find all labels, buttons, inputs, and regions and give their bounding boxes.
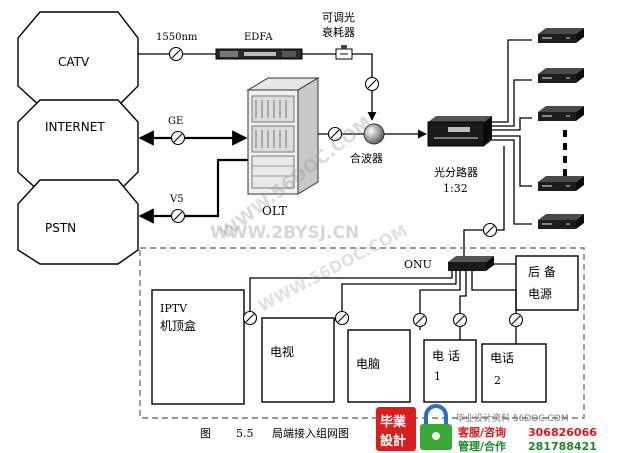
phone2-box (481, 343, 547, 403)
ge-meter-icon (170, 130, 186, 146)
lock-icon (420, 404, 452, 450)
iptv-meter-icon (242, 310, 258, 326)
drop-meter-icon (482, 222, 498, 238)
backup-power-box (515, 255, 579, 311)
pstn-octagon (17, 179, 139, 265)
splitter-label: 光分路器 (434, 165, 478, 179)
attenuator-label-2: 衰耗器 (322, 25, 355, 39)
phone1-meter-icon (452, 312, 468, 328)
phone1-label-2: 1 (434, 370, 441, 383)
drop-fiber (463, 146, 505, 258)
catv-meter-icon (168, 46, 184, 62)
caption-number: 5.5 (236, 427, 254, 440)
olt-rack-icon (246, 77, 320, 195)
attenuator-meter-icon (364, 76, 380, 92)
catv-label: CATV (58, 55, 90, 69)
v5-label: V5 (169, 194, 184, 205)
caption-prefix: 图 (200, 427, 211, 440)
split-ratio-label: 1:32 (443, 182, 468, 195)
remote-onu-icon-2 (538, 68, 584, 83)
watermark-logo: 毕業 設計 (376, 404, 452, 451)
iptv-box (151, 289, 245, 405)
tv-label: 电视 (270, 344, 294, 359)
phone1-box (423, 339, 477, 403)
tv-meter-icon (334, 310, 350, 326)
remote-onu-icon-1 (538, 28, 584, 43)
backup-power-label-1: 后 备 (528, 265, 556, 279)
attenuator-to-combiner (352, 53, 377, 121)
logo-text-1: 毕業 (380, 414, 407, 430)
remote-onu-icon-3 (538, 106, 584, 121)
splitter-fanout (492, 39, 532, 225)
v5-meter-icon (170, 208, 186, 224)
phone1-label-1: 电 话 (432, 349, 460, 363)
onu-label: ONU (404, 258, 432, 271)
pc-box (347, 329, 411, 403)
logo-text-2: 設計 (380, 433, 406, 449)
caption-title: 局端接入组网图 (272, 426, 349, 440)
internet-label: INTERNET (45, 120, 105, 134)
splitter-icon (427, 116, 492, 147)
phone2-label-1: 电话 (490, 351, 514, 365)
pc-label: 电脑 (356, 357, 380, 371)
watermark-service-number: 306826066 (528, 426, 597, 439)
logo-red-block (376, 407, 416, 451)
wavelength-label: 1550nm (156, 32, 198, 43)
remote-onu-icon-4 (538, 176, 584, 191)
watermark-service-label: 客服/咨询 (457, 425, 506, 439)
pstn-label: PSTN (45, 221, 76, 235)
more-onus-dots (563, 130, 567, 176)
pc-meter-icon (412, 312, 428, 328)
internet-octagon (17, 99, 139, 193)
olt-label: OLT (262, 204, 287, 218)
tv-box (261, 317, 335, 403)
phone2-label-2: 2 (494, 374, 501, 387)
iptv-label-2: 机顶盒 (160, 318, 196, 333)
attenuator-icon (335, 45, 353, 60)
edfa-icon (215, 48, 303, 60)
iptv-label-1: IPTV (160, 302, 188, 315)
backup-power-label-2: 电源 (528, 287, 552, 301)
attenuator-label-1: 可调光 (322, 10, 355, 24)
onu-icon (448, 256, 494, 271)
watermark-manage-label: 管理/合作 (458, 439, 506, 453)
watermark-manage-number: 281788421 (528, 440, 597, 453)
phone2-meter-icon (508, 312, 524, 328)
premises-boundary (139, 247, 585, 419)
watermark-overlay-2: WWW.2BYSJ.CN (210, 223, 359, 243)
v5-link (138, 158, 248, 224)
remote-onu-icon-5 (538, 214, 584, 229)
edfa-label: EDFA (244, 32, 273, 43)
combiner-label: 合波器 (350, 151, 383, 165)
ge-label: GE (168, 116, 183, 127)
watermark-site: 毕业设计资料 56DOC.COM (456, 412, 569, 424)
